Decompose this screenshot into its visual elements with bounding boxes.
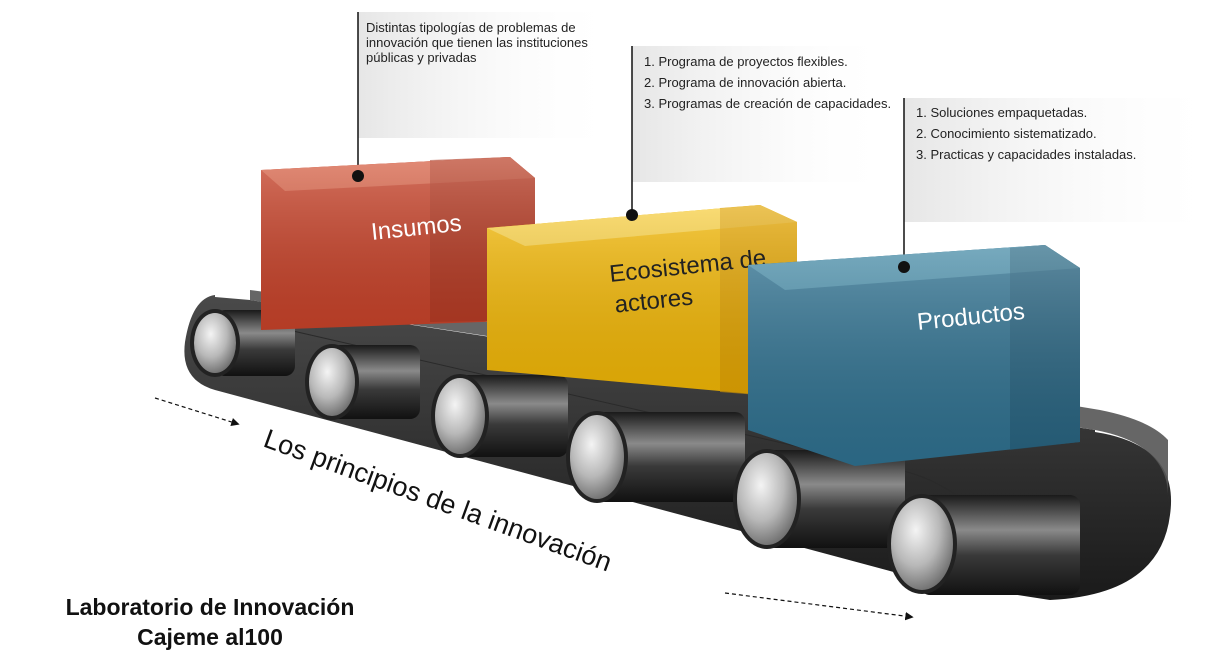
callout-insumos-text: Distintas tipologías de problemas de inn…: [366, 20, 588, 65]
roller-4: [566, 411, 745, 503]
callout-productos-item-2: 2. Conocimiento sistematizado.: [916, 126, 1097, 141]
roller-5: [733, 449, 905, 549]
leader-dot-1: [352, 170, 364, 182]
footer-title-line2: Cajeme al100: [137, 624, 283, 650]
arrow-left: [154, 397, 240, 426]
callout-productos-item-1: 1. Soluciones empaquetadas.: [916, 105, 1088, 120]
roller-2: [305, 344, 420, 420]
callout-productos: 1. Soluciones empaquetadas. 2. Conocimie…: [916, 105, 1225, 168]
leader-dot-3: [898, 261, 910, 273]
callout-insumos: Distintas tipologías de problemas de inn…: [366, 20, 616, 71]
box-productos: Productos: [748, 245, 1080, 466]
arrow-right: [724, 592, 914, 621]
callout-panel-3: [904, 98, 1225, 222]
callout-ecosistema-item-3: 3. Programas de creación de capacidades.: [644, 96, 892, 111]
callout-panel-1: [358, 12, 620, 138]
callout-ecosistema-item-1: 1. Programa de proyectos flexibles.: [644, 54, 848, 69]
callout-ecosistema: 1. Programa de proyectos flexibles. 2. P…: [644, 54, 894, 117]
callout-panel-2: [632, 46, 894, 182]
callout-productos-item-3: 3. Practicas y capacidades instaladas.: [916, 147, 1137, 162]
leader-dot-2: [626, 209, 638, 221]
roller-3: [431, 374, 568, 458]
callout-ecosistema-item-2: 2. Programa de innovación abierta.: [644, 75, 847, 90]
footer-title-line1: Laboratorio de Innovación: [65, 594, 355, 620]
roller-6: [887, 494, 1080, 595]
box-insumos: Insumos: [261, 157, 535, 330]
